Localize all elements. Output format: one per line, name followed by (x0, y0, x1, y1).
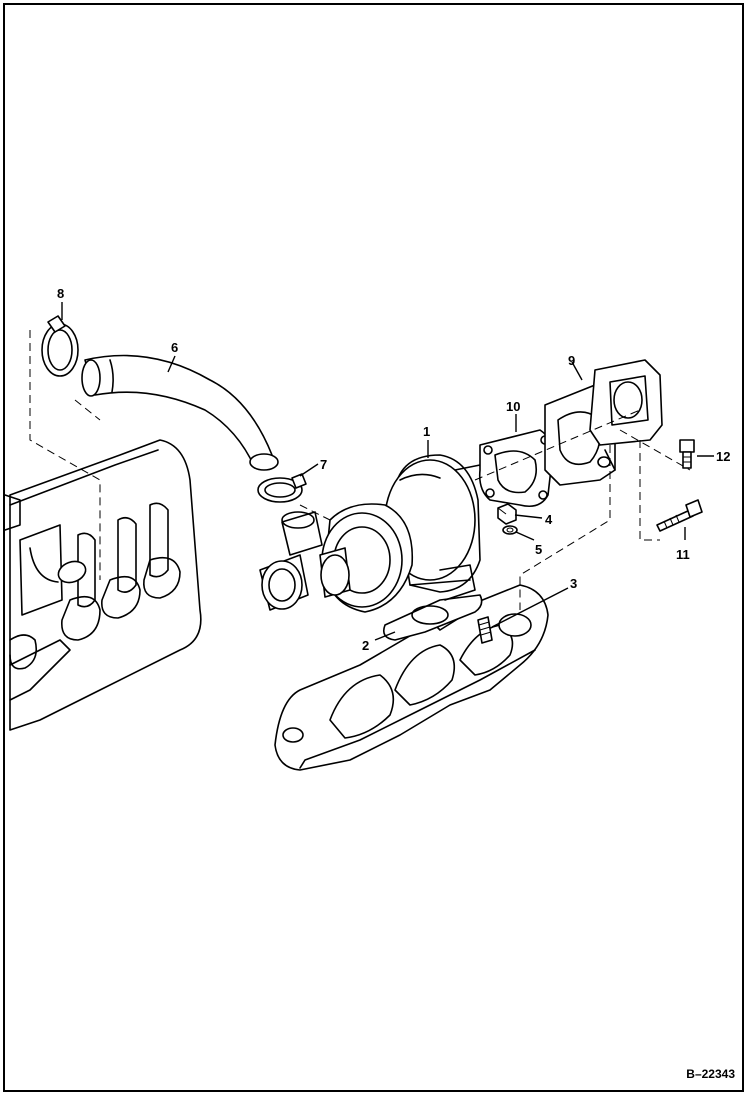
figure-reference: B–22343 (686, 1067, 735, 1081)
leader-lines (61, 302, 714, 641)
bolt-11 (656, 499, 703, 532)
exhaust-elbow-9 (544, 359, 663, 486)
gasket-2 (382, 594, 483, 641)
callout-4: 4 (545, 512, 553, 527)
washer-5 (502, 525, 518, 535)
diagram-border (3, 3, 744, 1092)
bolt-12 (679, 439, 695, 469)
clamp-7 (257, 473, 307, 503)
callout-12: 12 (716, 449, 731, 464)
assembly-centerlines (29, 330, 691, 610)
callout-8: 8 (57, 286, 65, 301)
callout-1: 1 (423, 424, 431, 439)
intake-manifold (4, 439, 202, 731)
callout-2: 2 (362, 638, 370, 653)
callout-5: 5 (535, 542, 543, 557)
callout-7: 7 (320, 457, 328, 472)
callout-10: 10 (506, 399, 521, 414)
hose-6 (81, 354, 279, 471)
nut-4 (497, 503, 517, 525)
clamp-8 (41, 315, 79, 377)
turbocharger (259, 454, 483, 613)
callout-6: 6 (171, 340, 179, 355)
stud-3 (477, 616, 493, 644)
callout-11: 11 (676, 547, 690, 562)
callout-3: 3 (570, 576, 578, 591)
callout-9: 9 (568, 353, 576, 368)
gasket-10 (478, 429, 554, 508)
